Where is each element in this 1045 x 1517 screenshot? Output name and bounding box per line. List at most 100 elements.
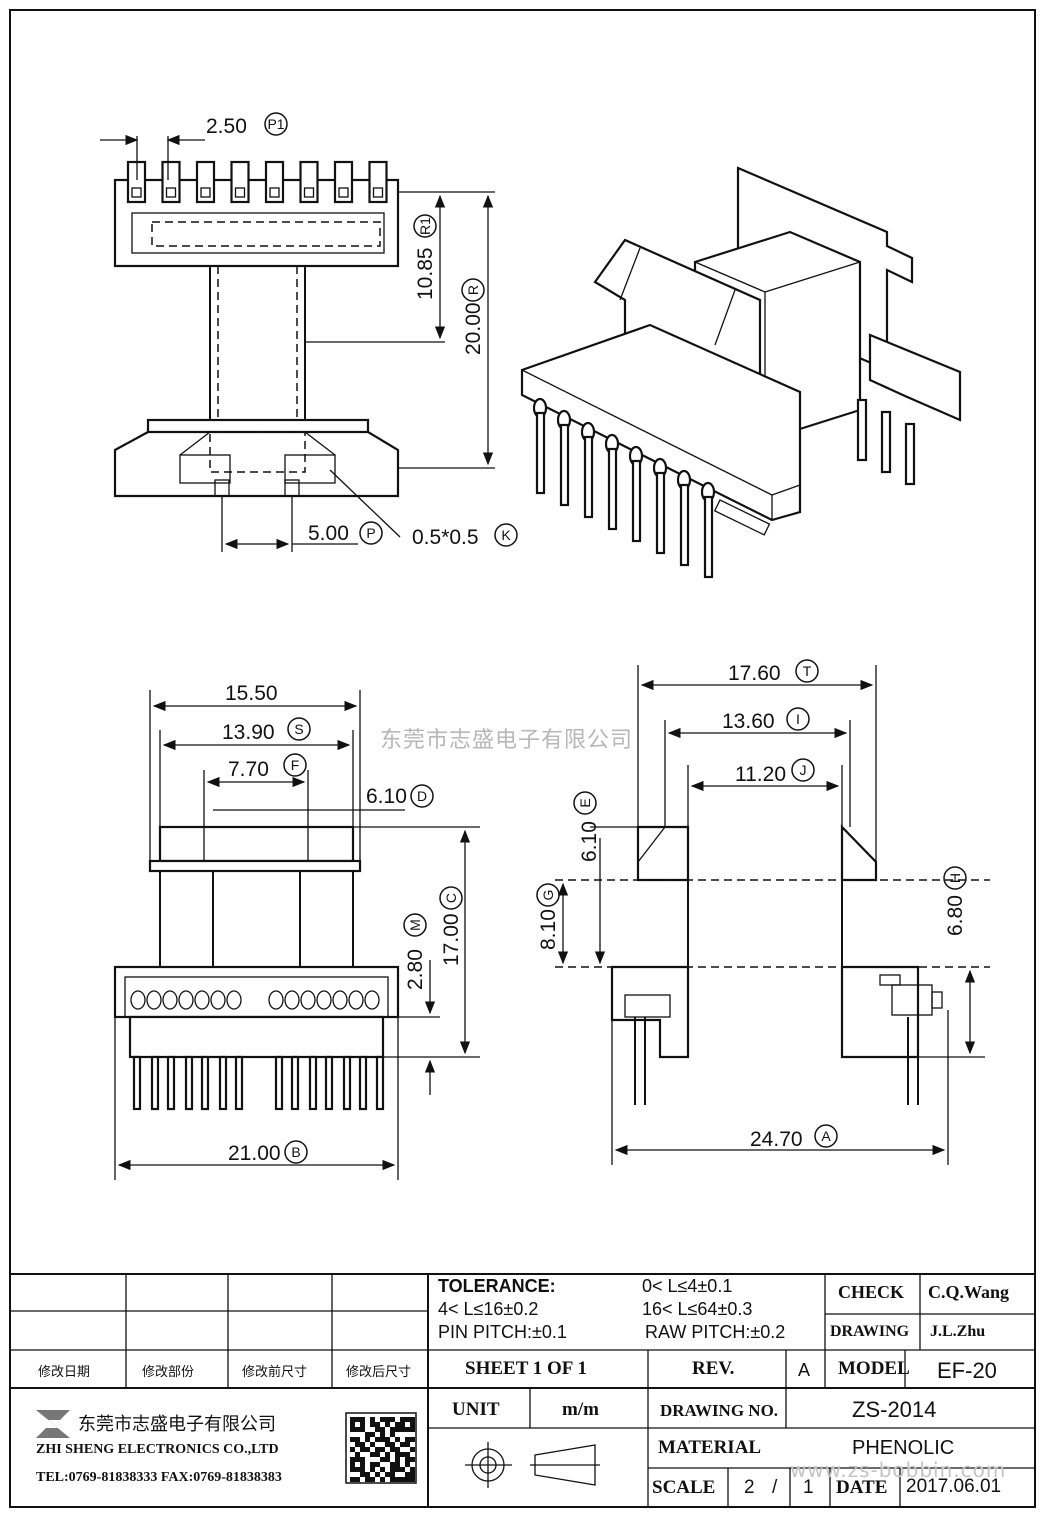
dim-overall-value: 15.50 bbox=[225, 682, 278, 705]
material-label: MATERIAL bbox=[658, 1437, 762, 1458]
qr-cell bbox=[405, 1477, 410, 1482]
drawing-label: DRAWING bbox=[830, 1323, 910, 1340]
qr-cell bbox=[400, 1417, 405, 1422]
top-view bbox=[113, 160, 400, 498]
top-pin-hole bbox=[234, 187, 246, 198]
pin-ring bbox=[130, 990, 146, 1010]
qr-cell bbox=[405, 1457, 410, 1462]
qr-cell bbox=[350, 1437, 355, 1442]
top-pin bbox=[368, 160, 388, 204]
dim-d-tag: D bbox=[417, 788, 427, 804]
top-pin-hole bbox=[165, 187, 177, 198]
qr-cell bbox=[360, 1472, 365, 1477]
company-contact: TEL:0769-81838333 FAX:0769-81838383 bbox=[36, 1470, 282, 1485]
dim-h-value: 6.80 bbox=[944, 895, 967, 936]
qr-cell bbox=[375, 1422, 380, 1427]
qr-cell bbox=[365, 1447, 370, 1452]
qr-cell bbox=[350, 1417, 355, 1422]
qr-cell bbox=[375, 1427, 380, 1432]
dim-i-value: 13.60 bbox=[722, 710, 775, 733]
qr-cell bbox=[410, 1417, 415, 1422]
qr-cell bbox=[365, 1432, 370, 1437]
dim-m-tag: M bbox=[407, 919, 423, 931]
iso-pin bbox=[583, 435, 594, 519]
qr-cell bbox=[370, 1422, 375, 1427]
front-pin bbox=[358, 1055, 368, 1111]
qr-cell bbox=[365, 1437, 370, 1442]
material-value: PHENOLIC bbox=[852, 1437, 955, 1459]
qr-cell bbox=[380, 1447, 385, 1452]
qr-cell bbox=[410, 1447, 415, 1452]
top-pin-hole bbox=[338, 187, 349, 198]
qr-cell bbox=[410, 1472, 415, 1477]
top-pin-hole bbox=[131, 187, 142, 198]
pin-ring bbox=[146, 990, 162, 1010]
dim-g-tag: G bbox=[540, 890, 556, 901]
sheet-info: SHEET 1 OF 1 bbox=[465, 1358, 587, 1379]
drawing-value: J.L.Zhu bbox=[930, 1323, 986, 1340]
pin-ring bbox=[210, 990, 226, 1010]
iso-pin bbox=[679, 483, 690, 567]
dim-e-value: 6.10 bbox=[578, 821, 601, 862]
qr-cell bbox=[385, 1452, 390, 1457]
qr-cell bbox=[385, 1422, 390, 1427]
iso-back-pin bbox=[856, 398, 868, 462]
qr-cell bbox=[365, 1472, 370, 1477]
dim-a-tag: A bbox=[821, 1128, 831, 1144]
scale-b: 1 bbox=[803, 1477, 814, 1498]
qr-cell bbox=[395, 1457, 400, 1462]
qr-cell bbox=[410, 1477, 415, 1482]
qr-cell bbox=[395, 1467, 400, 1472]
pin-ring bbox=[364, 990, 380, 1010]
qr-cell bbox=[390, 1432, 395, 1437]
raw-pitch: RAW PITCH:±0.2 bbox=[645, 1322, 786, 1342]
qr-cell bbox=[390, 1417, 395, 1422]
iso-pin bbox=[559, 423, 570, 507]
pin-pitch: PIN PITCH:±0.1 bbox=[438, 1322, 567, 1342]
qr-cell bbox=[355, 1467, 360, 1472]
qr-cell bbox=[380, 1457, 385, 1462]
dim-r1-value: 10.85 bbox=[414, 247, 437, 300]
qr-cell bbox=[370, 1462, 375, 1467]
tolerance-line-2: 4< L≤16±0.2 bbox=[438, 1299, 539, 1319]
qr-cell bbox=[390, 1467, 395, 1472]
qr-cell bbox=[385, 1417, 390, 1422]
qr-cell bbox=[410, 1427, 415, 1432]
qr-cell bbox=[360, 1447, 365, 1452]
qr-cell bbox=[405, 1437, 410, 1442]
dim-t-tag: T bbox=[803, 663, 812, 679]
top-pin bbox=[264, 160, 285, 204]
date-value: 2017.06.01 bbox=[906, 1476, 1002, 1497]
pin-ring bbox=[300, 990, 316, 1010]
qr-cell bbox=[405, 1452, 410, 1457]
pin-ring bbox=[348, 990, 364, 1010]
date-label: DATE bbox=[836, 1477, 888, 1498]
qr-cell bbox=[410, 1467, 415, 1472]
dim-p-value: 5.00 bbox=[308, 522, 349, 545]
qr-cell bbox=[375, 1462, 380, 1467]
drawing-no-label: DRAWING NO. bbox=[660, 1401, 779, 1420]
top-pin-hole bbox=[269, 187, 280, 198]
dim-i-tag: I bbox=[796, 711, 800, 727]
qr-cell bbox=[350, 1422, 355, 1427]
qr-cell bbox=[405, 1417, 410, 1422]
qr-cell bbox=[400, 1452, 405, 1457]
tolerance-label: TOLERANCE: bbox=[438, 1276, 556, 1296]
qr-cell bbox=[400, 1477, 405, 1482]
qr-cell bbox=[350, 1457, 355, 1462]
scale-a: 2 bbox=[744, 1477, 755, 1498]
rev-col-after: 修改后尺寸 bbox=[346, 1365, 412, 1380]
iso-pin bbox=[703, 495, 714, 579]
dim-m-value: 2.80 bbox=[404, 949, 427, 990]
top-pin-hole bbox=[372, 187, 384, 198]
dim-c-value: 17.00 bbox=[440, 913, 463, 966]
qr-cell bbox=[390, 1477, 395, 1482]
pin-ring bbox=[226, 990, 242, 1010]
qr-cell bbox=[380, 1432, 385, 1437]
front-view-dimensions: 15.50 13.90 S 7.70 F 6.10 D 2.80 M 17.00… bbox=[114, 682, 480, 1180]
qr-cell bbox=[385, 1442, 390, 1447]
qr-cell bbox=[355, 1417, 360, 1422]
front-pin bbox=[218, 1055, 228, 1111]
dim-k-tag: K bbox=[501, 527, 511, 543]
